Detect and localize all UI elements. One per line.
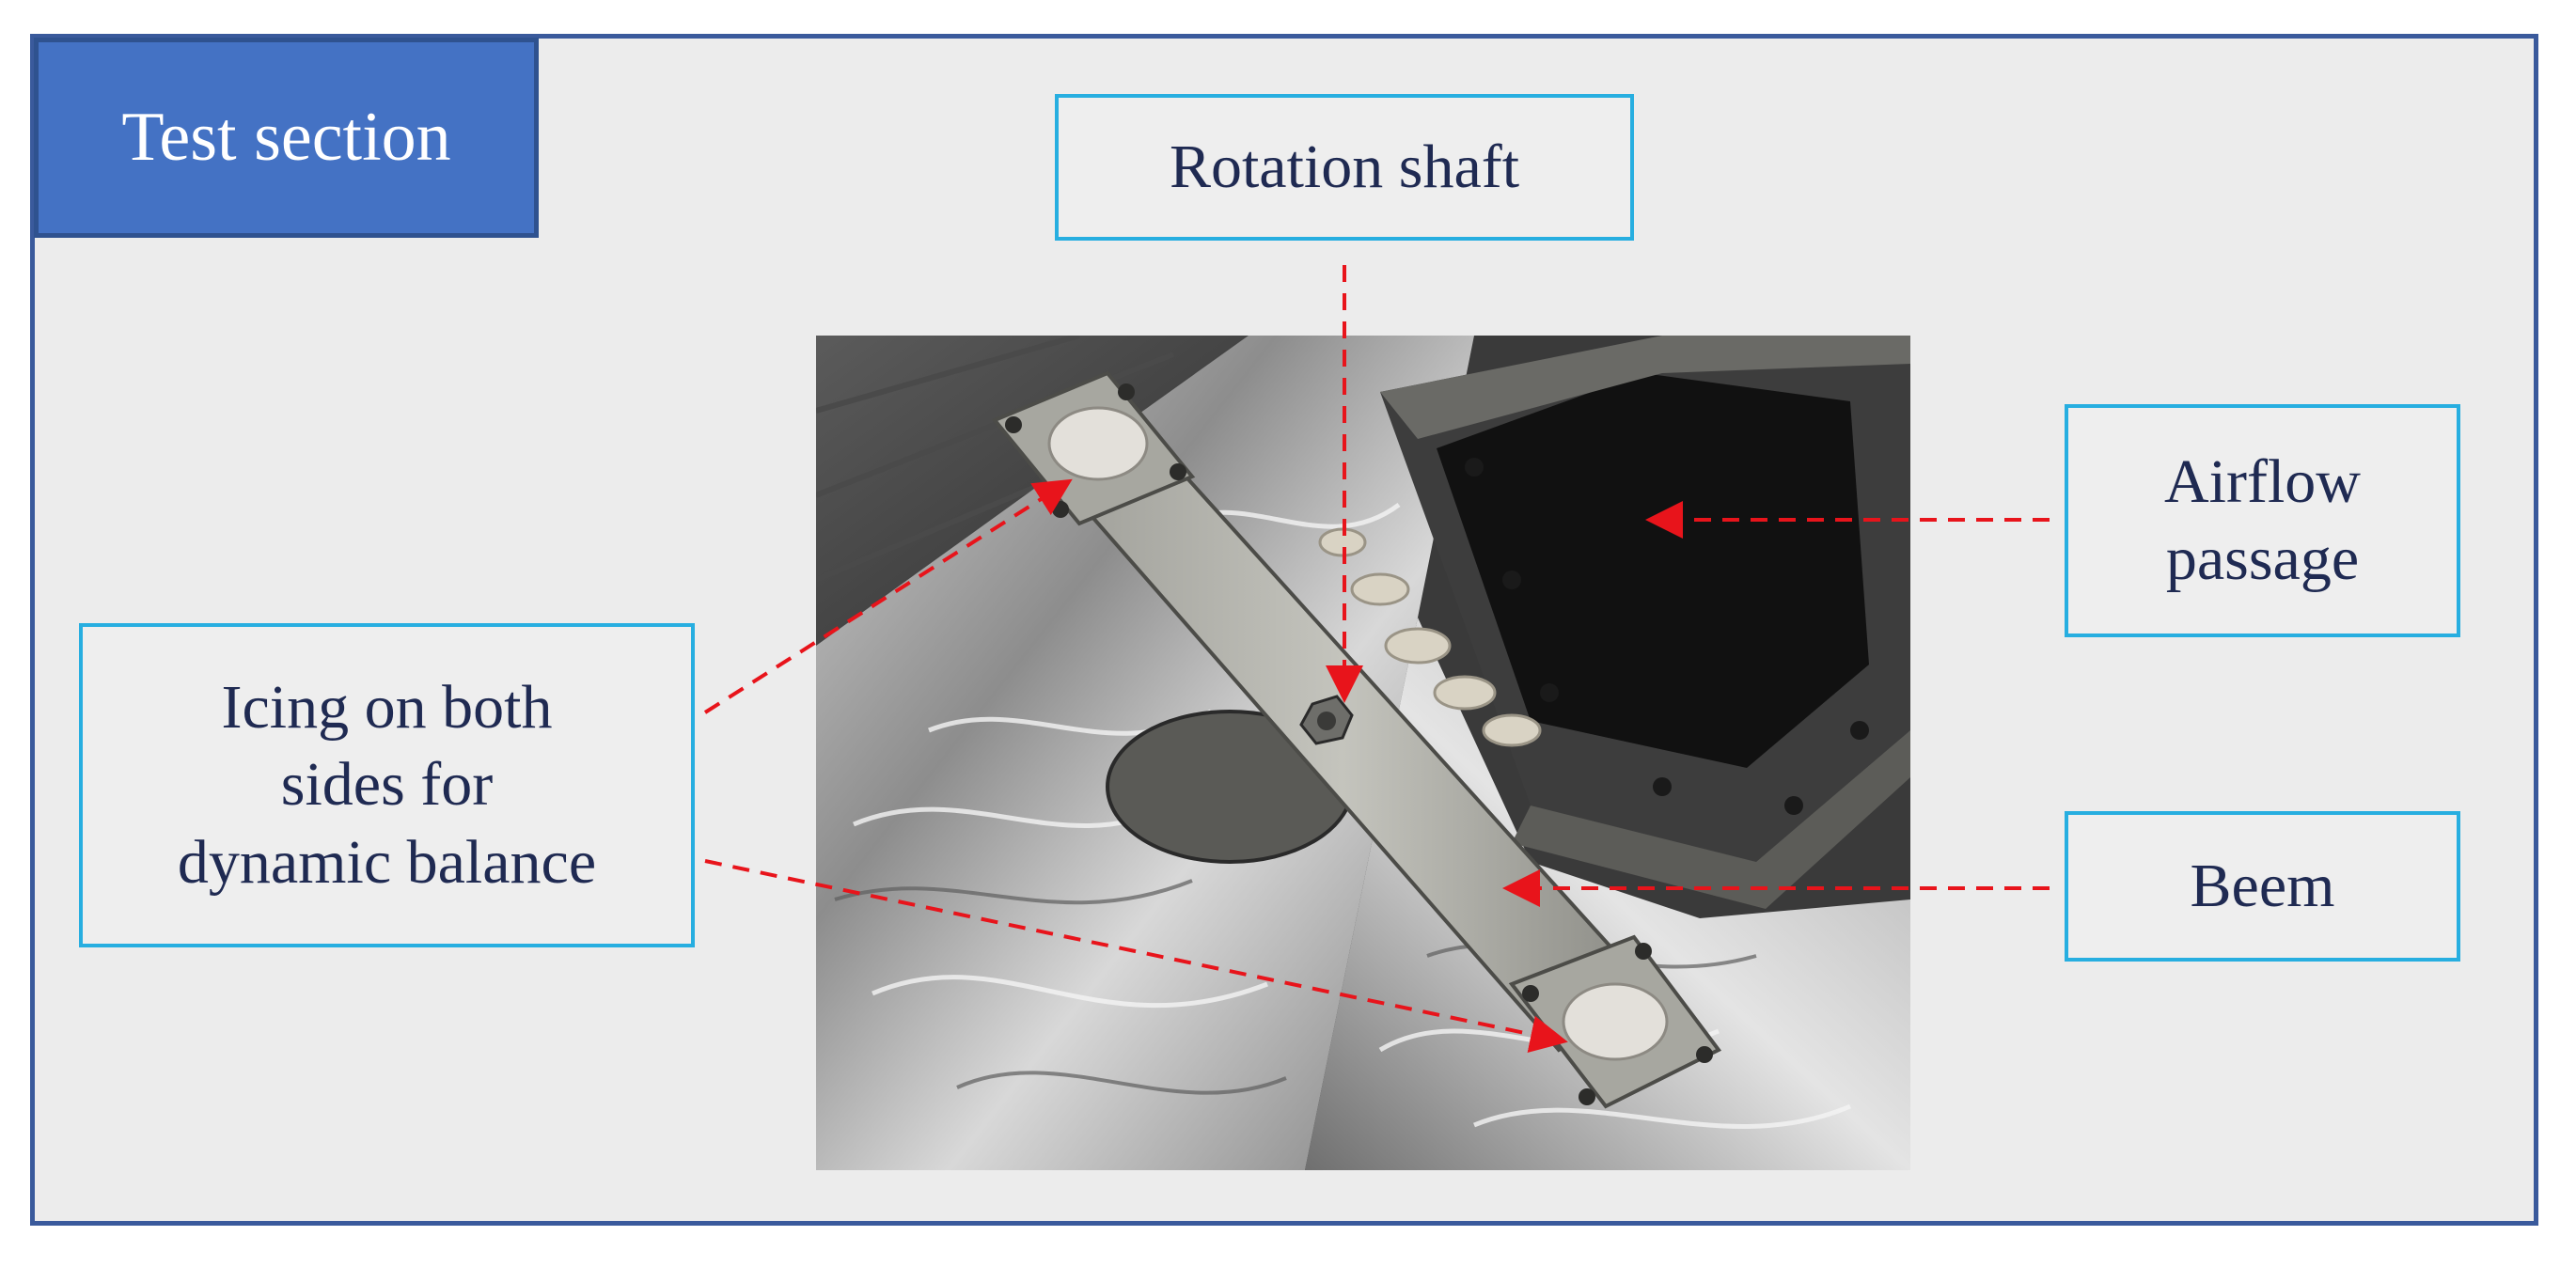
airflow-passage-text-line2: passage bbox=[2165, 524, 2360, 593]
icing-text-line1: Icing on both bbox=[221, 672, 553, 742]
rotation-shaft-text: Rotation shaft bbox=[1169, 132, 1520, 201]
rotation-shaft-label: Rotation shaft bbox=[1055, 94, 1634, 241]
arrow-icing-bottom bbox=[704, 859, 1568, 1054]
arrow-icing-top bbox=[703, 478, 1073, 714]
icing-label: Icing on both sides for dynamic balance bbox=[79, 623, 695, 947]
title-badge: Test section bbox=[34, 38, 539, 238]
airflow-passage-text-line1: Airflow bbox=[2164, 446, 2361, 516]
airflow-passage-label: Airflow passage bbox=[2065, 404, 2460, 637]
beem-text: Beem bbox=[2190, 851, 2335, 920]
photo-illustration bbox=[816, 336, 1910, 1170]
beem-label: Beem bbox=[2065, 811, 2460, 962]
icing-text-line2: sides for bbox=[280, 750, 494, 820]
title-text: Test section bbox=[121, 99, 451, 176]
icing-text-line3: dynamic balance bbox=[177, 827, 597, 897]
test-rig-photo bbox=[816, 336, 1910, 1170]
